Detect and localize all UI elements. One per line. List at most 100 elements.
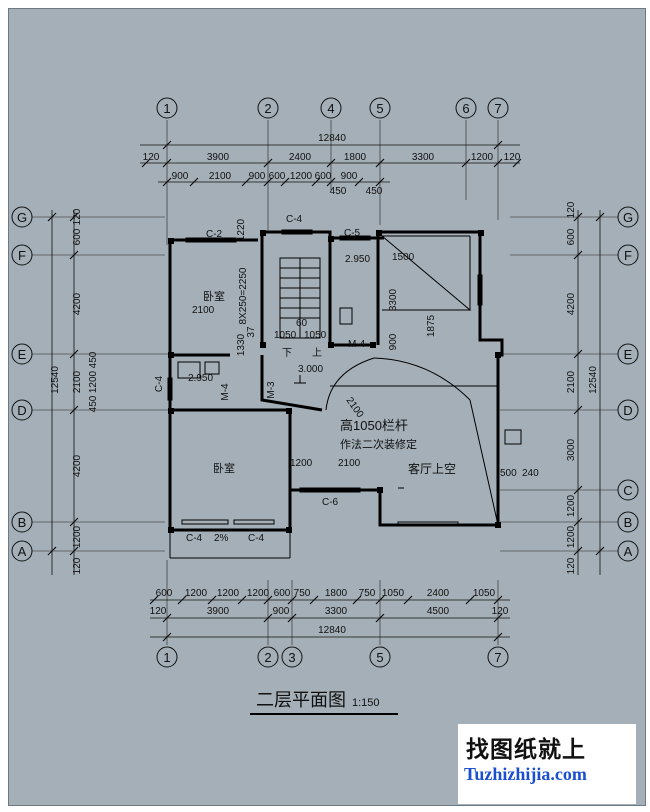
- elevation-bath-east: 2.950: [345, 254, 370, 265]
- dim-top-r1: 2400: [289, 152, 312, 163]
- dim-right: 120: [566, 557, 577, 574]
- axis-top-1: 1: [163, 101, 170, 116]
- dim-top-r2: 900: [172, 171, 189, 182]
- dim-bot-r1: 1200: [217, 588, 240, 599]
- dim-bed-2100: 2100: [192, 305, 215, 316]
- dim-1500: 1500: [392, 252, 415, 263]
- dim-3300: 3300: [388, 288, 399, 311]
- dim-240: 240: [522, 468, 539, 479]
- dim-bot-r1: 600: [156, 588, 173, 599]
- opening-c2: C-2: [206, 229, 223, 240]
- columns: [168, 230, 501, 533]
- dim-top-r1: 1800: [344, 152, 367, 163]
- stair-down-label: 下: [282, 348, 292, 359]
- axis-left-b: B: [18, 515, 27, 530]
- dim-left: 1200: [72, 525, 83, 548]
- dim-curve: 2100: [344, 395, 366, 420]
- stair-up-label: 上: [312, 347, 322, 359]
- axis-left-f: F: [18, 248, 26, 263]
- dim-bot-r1: 1200: [247, 588, 270, 599]
- title-text: 二层平面图: [256, 690, 346, 710]
- dim-top-total: 12840: [318, 133, 346, 144]
- dim-left: 4200: [72, 454, 83, 477]
- drawing-sheet: [8, 8, 646, 806]
- title-scale: 1:150: [352, 697, 380, 709]
- dim-left-total: 12540: [50, 366, 61, 394]
- watermark-en: Tuzhizhijia.com: [464, 764, 587, 784]
- dim-bot-r1: 1800: [325, 588, 348, 599]
- dim-left: 450: [88, 351, 99, 368]
- door-m3: M-3: [266, 381, 277, 399]
- stair-dim: 8X250=2250: [238, 267, 249, 324]
- watermark: 找图纸就上 Tuzhizhijia.com: [458, 724, 636, 804]
- dim-right: 2100: [566, 370, 577, 393]
- dim-left: 120: [72, 208, 83, 225]
- dim-bot-r1: 1050: [382, 588, 405, 599]
- dim-bottom-total: 12840: [318, 625, 346, 636]
- dim-bot-r1: 1200: [185, 588, 208, 599]
- dim-right: 1200: [566, 494, 577, 517]
- drawing-title: 二层平面图 1:150: [250, 690, 398, 715]
- room-living-void: 客厅上空: [408, 461, 456, 476]
- axis-labels: 1 2 4 5 6 7 1 2 3 5 7 G F E D B A G F E …: [17, 101, 633, 665]
- dim-left: 120: [72, 557, 83, 574]
- dim-bot-r2: 120: [150, 606, 167, 617]
- dim-bot-r1: 750: [359, 588, 376, 599]
- railing-label: 高1050栏杆: [340, 418, 408, 433]
- axis-top-6: 6: [462, 101, 469, 116]
- dim-bot-r2: 4500: [427, 606, 450, 617]
- dim-top-r1: 120: [504, 152, 521, 163]
- dim-bot-r2: 3900: [207, 606, 230, 617]
- dim-bot-r1: 600: [274, 588, 291, 599]
- axis-top-5: 5: [376, 101, 383, 116]
- axis-top-7: 7: [494, 101, 501, 116]
- dim-900: 900: [388, 333, 399, 350]
- dim-living-1200: 1200: [290, 458, 313, 469]
- dim-500: 500: [500, 468, 517, 479]
- opening-c4-bottom-a: C-4: [186, 533, 203, 544]
- railing-note: 作法二次装修定: [340, 437, 417, 451]
- axis-bottom-1: 1: [163, 650, 170, 665]
- axis-left-a: A: [18, 544, 27, 559]
- dim-bot-r1: 750: [294, 588, 311, 599]
- dim-right: 1200: [566, 525, 577, 548]
- opening-c4-top: C-4: [286, 214, 303, 225]
- dim-living-2100: 2100: [338, 458, 361, 469]
- axis-bottom-5: 5: [376, 650, 383, 665]
- axis-right-g: G: [623, 210, 633, 225]
- dimension-text: 12840 120 3900 2400 1800 3300 1200 120 9…: [50, 133, 599, 636]
- dim-right: 600: [566, 228, 577, 245]
- dim-bot-r2: 900: [273, 606, 290, 617]
- opening-c4-bottom-b: C-4: [248, 533, 265, 544]
- elevation-bath-west: 2.950: [188, 373, 213, 384]
- dim-bot-r2: 3300: [325, 606, 348, 617]
- dim-top-r1: 120: [143, 152, 160, 163]
- axis-lines: [32, 120, 618, 645]
- opening-c4-side: C-4: [154, 376, 165, 393]
- dim-right: 3000: [566, 438, 577, 461]
- room-labels: 卧室 卧室 客厅上空: [203, 289, 456, 476]
- axis-right-b: B: [624, 515, 633, 530]
- axis-right-d: D: [623, 403, 632, 418]
- axis-left-d: D: [17, 403, 26, 418]
- annotations: 高1050栏杆 作法二次装修定 8X250=2250 3.000 2.950 2…: [154, 214, 539, 544]
- dim-top-r2: 900: [341, 171, 358, 182]
- dim-60: 60: [296, 318, 308, 329]
- dim-top-r2: 1200: [290, 171, 313, 182]
- dim-left: 4200: [72, 292, 83, 315]
- dim-bot-r1: 1050: [473, 588, 496, 599]
- door-m4-b: M-4: [220, 383, 231, 401]
- inner-lines: [167, 229, 522, 559]
- dim-right: 4200: [566, 292, 577, 315]
- dim-1875: 1875: [426, 314, 437, 337]
- dim-1220: 1220: [236, 218, 247, 241]
- dim-37: 37: [246, 326, 257, 338]
- dim-top-r2: 450: [330, 186, 347, 197]
- walls: [168, 230, 504, 532]
- axis-bottom-7: 7: [494, 650, 501, 665]
- dim-1330: 1330: [236, 333, 247, 356]
- axis-top-2: 2: [264, 101, 271, 116]
- watermark-cn: 找图纸就上: [466, 737, 586, 763]
- dim-bot-r1: 2400: [427, 588, 450, 599]
